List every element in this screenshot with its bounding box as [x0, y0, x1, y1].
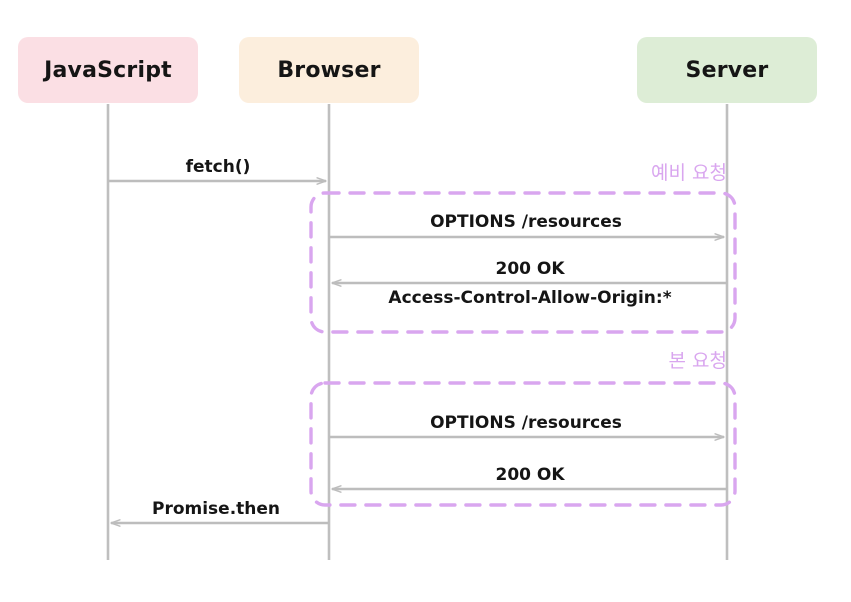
actor-box-server[interactable]: Server — [637, 37, 817, 103]
fragment-box-preflight — [309, 191, 737, 334]
actor-box-javascript[interactable]: JavaScript — [18, 37, 198, 103]
actor-label-javascript: JavaScript — [44, 57, 172, 83]
fragment-label-preflight: 예비 요청 — [651, 162, 727, 184]
message-sublabel-preflight-response: Access-Control-Allow-Origin:* — [388, 288, 672, 308]
message-label-fetch: fetch() — [185, 157, 251, 177]
message-label-promise-then: Promise.then — [151, 499, 281, 519]
message-arrows — [108, 181, 727, 523]
actor-label-server: Server — [685, 57, 769, 83]
actor-label-browser: Browser — [277, 57, 381, 83]
message-label-preflight-response: 200 OK — [495, 259, 565, 279]
message-label-preflight-options: OPTIONS /resources — [430, 212, 622, 232]
fragment-box-main-request — [309, 381, 737, 507]
actor-box-browser[interactable]: Browser — [239, 37, 419, 103]
fragment-label-main-request: 본 요청 — [668, 350, 727, 372]
message-label-main-response: 200 OK — [495, 465, 565, 485]
message-label-main-options: OPTIONS /resources — [430, 413, 622, 433]
